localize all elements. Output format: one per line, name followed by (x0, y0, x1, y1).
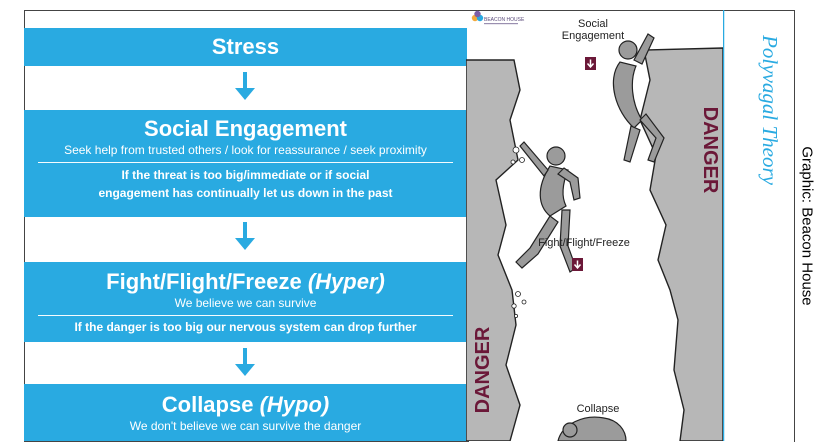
arrow-down-icon (235, 222, 255, 250)
social-engagement-note-line-1: If the threat is too big/immediate or if… (121, 168, 370, 182)
frame-bottom-line (24, 441, 469, 442)
label-social-engagement-line-1: Social (578, 18, 608, 30)
label-fight-flight-freeze: Fight/Flight/Freeze (538, 237, 630, 249)
arrow-down-icon (235, 72, 255, 100)
collapsed-figure (557, 416, 627, 441)
danger-label-right: DANGER (699, 107, 721, 194)
frame-top-line (24, 10, 794, 11)
social-engagement-title: Social Engagement (144, 116, 347, 141)
fight-title-text: Fight/Flight/Freeze (106, 269, 302, 294)
climber-upper-figure (612, 33, 665, 163)
collapse-title-text: Collapse (161, 392, 254, 417)
stress-title: Stress (211, 34, 280, 59)
label-collapse: Collapse (577, 403, 620, 415)
stress-box: Stress (24, 28, 467, 66)
climber-lower-figure (515, 141, 581, 273)
divider (38, 315, 453, 316)
rocks (510, 146, 527, 318)
collapse-title-emphasis: (Hypo) (259, 392, 330, 417)
cliff-illustration: BEACON HOUSE Social Engagement Fight/Fli… (466, 10, 723, 441)
beacon-house-logo: BEACON HOUSE (471, 10, 525, 25)
logo-text: BEACON HOUSE (484, 17, 525, 23)
fight-flight-freeze-box: Fight/Flight/Freeze (Hyper) We believe w… (24, 262, 467, 342)
fight-flight-freeze-subtitle: We believe we can survive (174, 296, 317, 310)
fight-title-emphasis: (Hyper) (307, 269, 385, 294)
divider (38, 162, 453, 163)
graphic-credit-text: Graphic: Beacon House (798, 145, 816, 306)
social-engagement-note-line-2: engagement has continually let us down i… (98, 186, 393, 200)
social-engagement-subtitle: Seek help from trusted others / look for… (64, 143, 427, 157)
graphic-credit: Graphic: Beacon House (796, 10, 818, 441)
social-engagement-box: Social Engagement Seek help from trusted… (24, 110, 467, 217)
frame-right-line (794, 10, 795, 442)
collapse-subtitle: We don't believe we can survive the dang… (129, 419, 362, 433)
collapse-title: Collapse (Hypo) (24, 384, 467, 419)
danger-label-left: DANGER (472, 326, 494, 413)
fight-flight-freeze-title: Fight/Flight/Freeze (Hyper) (24, 262, 467, 296)
fight-flight-freeze-note: If the danger is too big our nervous sys… (74, 320, 417, 334)
arrow-down-icon (235, 348, 255, 376)
left-cliff (466, 59, 521, 441)
label-social-engagement-line-2: Engagement (562, 30, 624, 42)
polyvagal-side-panel: Polyvagal Theory (723, 10, 782, 441)
frame-left-line (24, 10, 25, 442)
polyvagal-theory-title: Polyvagal Theory (758, 34, 782, 186)
collapse-box: Collapse (Hypo) We don't believe we can … (24, 384, 467, 441)
